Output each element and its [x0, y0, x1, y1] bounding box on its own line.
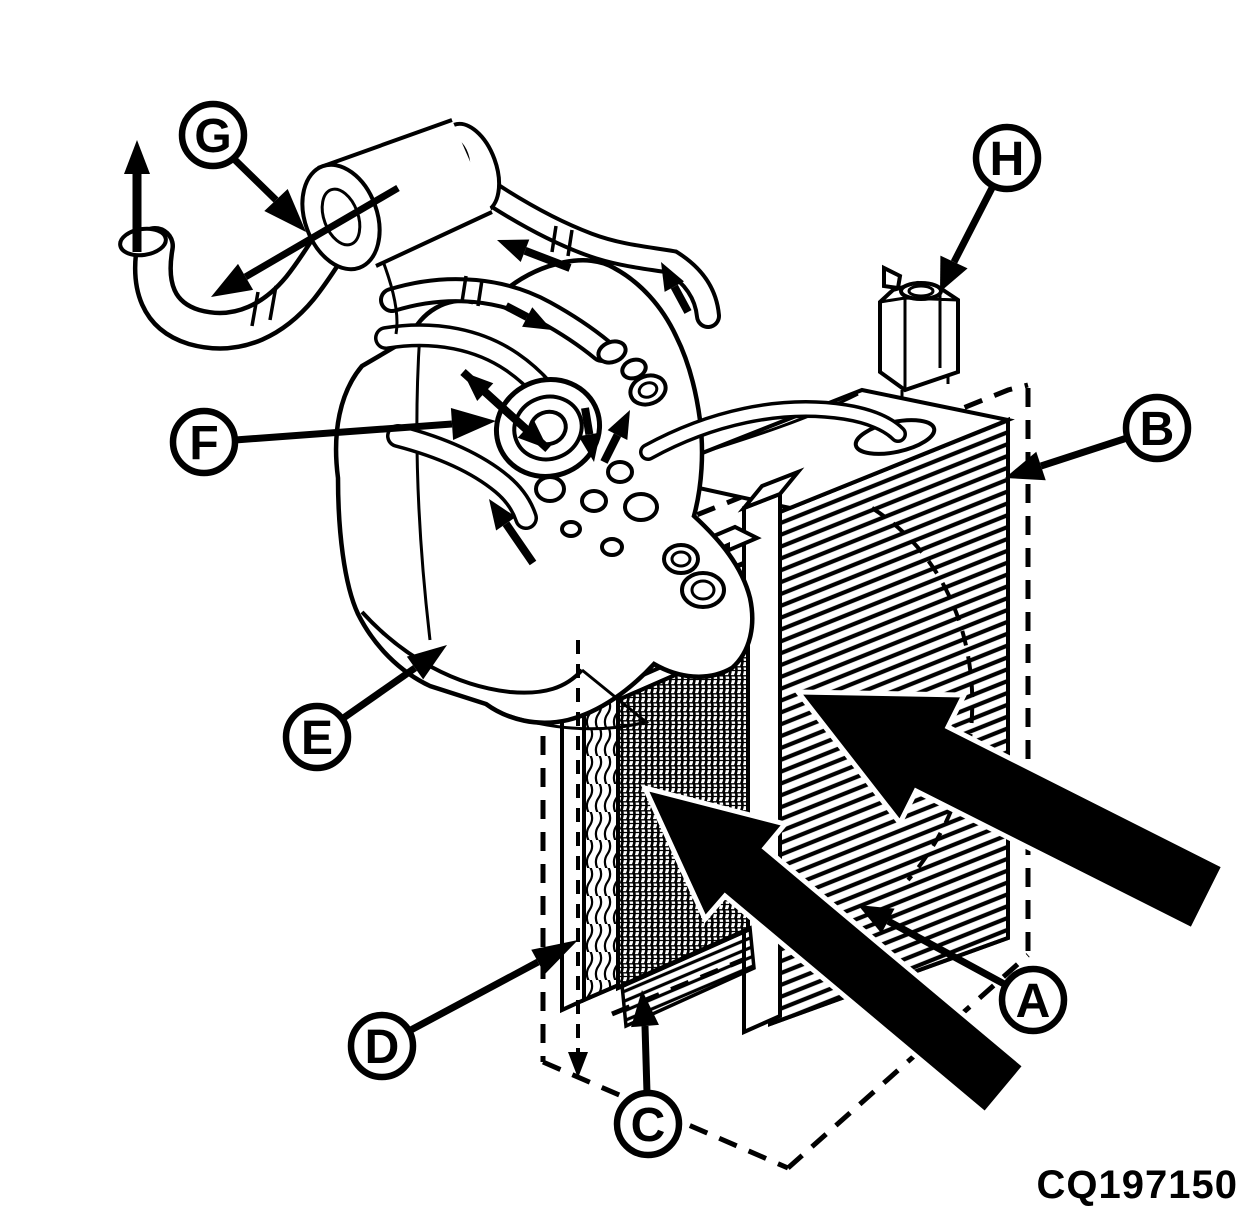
callout-circle-E [282, 702, 352, 772]
flow-arrow-shaft [523, 247, 572, 272]
callout-arrowhead-A [858, 905, 895, 934]
airflow-arrow-right [792, 689, 1228, 934]
callout-circle-B [1122, 393, 1192, 463]
airflow-arrow-left [640, 784, 1029, 1118]
callout-leader-D [407, 958, 540, 1035]
figure-code: CQ197150 [1037, 1163, 1238, 1207]
callout-leader-A [886, 917, 1008, 989]
callout-letter-A: A [1016, 975, 1051, 1028]
callout-leader-C [641, 1025, 651, 1094]
callout-arrowhead-D [531, 940, 578, 975]
flow-arrow-head [607, 410, 630, 440]
callout-arrowhead-F [450, 408, 496, 440]
flow-arrow-head [661, 262, 684, 292]
flow-arrow-head [211, 263, 254, 297]
flow-arrow-head [522, 307, 552, 330]
callout-leader-G [230, 155, 279, 203]
flow-arrow-head [497, 239, 530, 262]
callout-letter-G: G [194, 110, 231, 163]
callout-arrowhead-G [264, 189, 306, 232]
callout-arrowhead-C [631, 990, 659, 1028]
callout-letter-F: F [189, 417, 218, 470]
coolant-recovery-bottle [878, 264, 960, 398]
water-pump-illustration [493, 339, 726, 609]
flow-arrow-shaft [504, 302, 530, 321]
coolant-flow-arrows [124, 140, 692, 1078]
flow-arrow-head [568, 1052, 588, 1078]
airflow-arrows [640, 689, 1228, 1118]
callout-labels: A B C D E F G H [169, 100, 1192, 1159]
callout-circle-H [972, 123, 1042, 193]
callout-arrowhead-E [406, 645, 447, 680]
callout-circle-A [998, 965, 1068, 1035]
flow-arrow-shaft [670, 284, 692, 314]
flow-arrow-head [124, 140, 150, 174]
callout-leader-F [234, 420, 453, 444]
callout-letter-H: H [990, 133, 1025, 186]
callout-letter-E: E [301, 712, 333, 765]
flow-arrow-shaft [502, 521, 537, 566]
flow-arrow-shaft [243, 184, 400, 280]
flow-arrow-head [517, 419, 548, 449]
callout-letter-D: D [365, 1021, 400, 1074]
callout-circle-F [169, 407, 239, 477]
flow-arrow-head [578, 432, 601, 462]
callout-circle-G [178, 100, 248, 170]
flow-arrow-shaft [581, 407, 594, 436]
callout-circle-C [613, 1089, 683, 1159]
hose-set [118, 149, 907, 530]
inline-reservoir-cylinder [300, 118, 502, 272]
callout-circle-D [347, 1011, 417, 1081]
flow-arrow-shaft [460, 369, 529, 432]
flow-arrow-head [489, 499, 516, 531]
callout-letter-B: B [1140, 403, 1175, 456]
callout-letter-C: C [631, 1099, 666, 1152]
flow-arrow-shaft [600, 433, 622, 464]
callout-arrowhead-H [940, 255, 968, 292]
callout-arrowhead-B [1005, 451, 1046, 481]
callout-leader-H [950, 184, 997, 264]
callout-leader-E [339, 665, 418, 722]
callout-leader-B [1039, 434, 1129, 470]
